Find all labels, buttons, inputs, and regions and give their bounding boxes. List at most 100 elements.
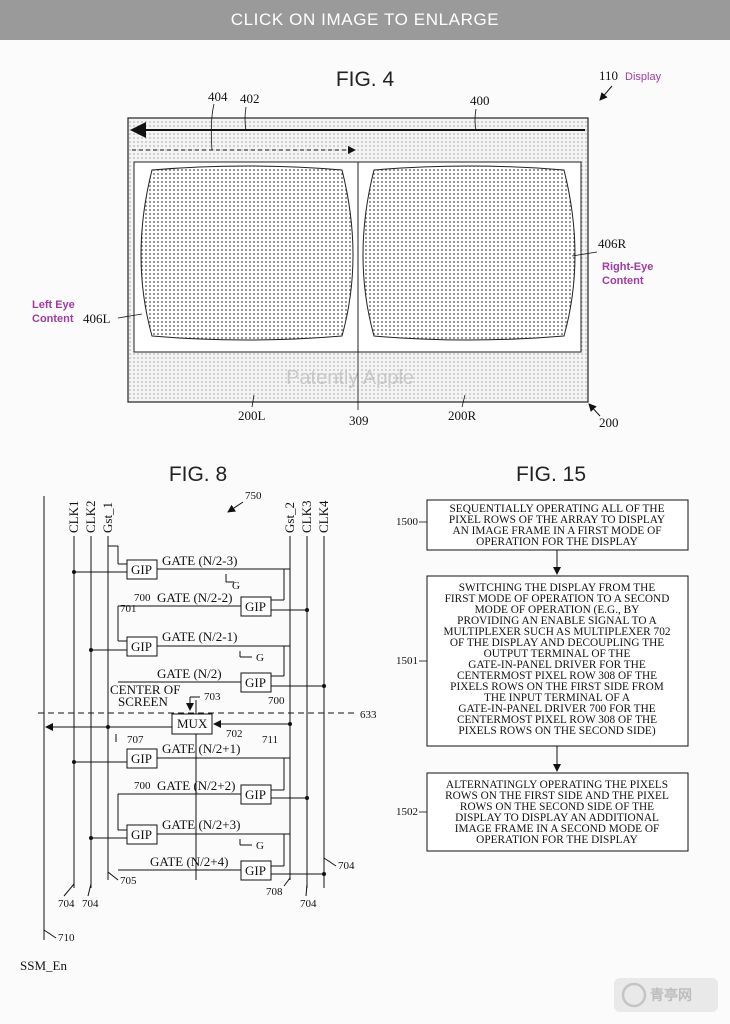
step-box-1500-text: SEQUENTIALLY OPERATING ALL OF THE PIXEL …: [449, 503, 665, 548]
svg-text:PROVIDING AN ENABLE SIGNAL TO: PROVIDING AN ENABLE SIGNAL TO A: [457, 615, 658, 627]
ref-707: 707: [127, 734, 144, 746]
svg-text:CENTERMOST PIXEL ROW 308 OF TH: CENTERMOST PIXEL ROW 308 OF THE: [457, 714, 657, 726]
ref-633: 633: [360, 709, 377, 721]
gate-label: GATE (N/2-1): [162, 629, 237, 644]
gip-label: GIP: [245, 863, 266, 878]
clk1-label: CLK1: [66, 501, 81, 534]
ref-406L: 406L: [83, 311, 111, 326]
ref-1500: 1500: [396, 516, 419, 528]
left-eye-content: [140, 165, 354, 341]
ref-705: 705: [120, 875, 137, 887]
ref-704: 704: [338, 860, 355, 872]
fig4-title: FIG. 4: [336, 68, 395, 91]
gate-label: GATE (N/2+2): [157, 778, 235, 793]
patent-figures[interactable]: FIG. 4 110 Display 404 402 400 406R Righ…: [0, 40, 730, 1024]
display-pointer: [599, 85, 613, 101]
g-label: G: [232, 580, 240, 592]
clk2-label: CLK2: [83, 501, 98, 534]
logo-text: 青亭网: [650, 987, 692, 1003]
gip-label: GIP: [245, 787, 266, 802]
svg-text:AN IMAGE FRAME IN A FIRST MODE: AN IMAGE FRAME IN A FIRST MODE OF: [452, 525, 661, 537]
gip-label: GIP: [245, 675, 266, 690]
step-box-1501: [426, 575, 689, 747]
ref-200R: 200R: [448, 408, 477, 423]
ref-200: 200: [599, 415, 619, 430]
gate-label: GATE (N/2-3): [162, 553, 237, 568]
ref-402: 402: [240, 91, 260, 106]
fig15: FIG. 15 SEQUENTIALLY OPERATING ALL OF TH…: [396, 463, 689, 852]
ref-406R: 406R: [598, 236, 627, 251]
gate-label: GATE (N/2-2): [157, 590, 232, 605]
right-eye-label-2: Content: [602, 275, 644, 287]
ref-704: 704: [82, 898, 99, 910]
gate-label: GATE (N/2+3): [162, 817, 240, 832]
fig15-title: FIG. 15: [516, 463, 586, 486]
ref-701: 701: [120, 603, 137, 615]
svg-text:OPERATION FOR THE DISPLAY: OPERATION FOR THE DISPLAY: [476, 834, 638, 846]
g-label: G: [256, 652, 264, 664]
right-eye-content: [362, 165, 576, 341]
svg-text:GATE-IN-PANEL DRIVER 700 FOR T: GATE-IN-PANEL DRIVER 700 FOR THE: [458, 703, 655, 715]
svg-text:OPERATION FOR THE DISPLAY: OPERATION FOR THE DISPLAY: [476, 536, 638, 548]
step-box-1502-text: ALTERNATINGLY OPERATING THE PIXELS ROWS …: [445, 779, 669, 846]
mux-label: MUX: [177, 716, 208, 731]
ref-704: 704: [300, 898, 317, 910]
left-eye-label-1: Left Eye: [32, 299, 75, 311]
gate-label: GATE (N/2+1): [162, 741, 240, 756]
fig8: FIG. 8 750 CLK1 CLK2 Gst_1 Gst_2 CLK3 CL…: [20, 463, 377, 973]
display-label: Display: [625, 71, 662, 83]
ref-711: 711: [262, 734, 278, 746]
ref-400: 400: [470, 93, 490, 108]
gst1-label: Gst_1: [100, 502, 115, 533]
site-logo: 青亭网: [614, 978, 718, 1012]
ref-704: 704: [58, 898, 75, 910]
ref-309: 309: [349, 413, 369, 428]
svg-text:PIXELS ROWS ON THE FIRST SIDE: PIXELS ROWS ON THE FIRST SIDE FROM: [450, 681, 664, 693]
svg-text:PIXEL ROWS OF THE ARRAY TO DIS: PIXEL ROWS OF THE ARRAY TO DISPLAY: [449, 514, 665, 526]
ref-1502: 1502: [396, 806, 418, 818]
svg-text:OUTPUT TERMINAL OF THE: OUTPUT TERMINAL OF THE: [484, 648, 631, 660]
center-of-screen-1: CENTER OF: [110, 682, 180, 697]
gip-label: GIP: [245, 599, 266, 614]
enlarge-banner[interactable]: CLICK ON IMAGE TO ENLARGE: [0, 0, 730, 40]
svg-text:PIXELS ROWS ON THE SECOND SIDE: PIXELS ROWS ON THE SECOND SIDE): [458, 725, 655, 737]
gip-label: GIP: [131, 639, 152, 654]
watermark: Patently Apple: [286, 367, 414, 389]
ref-750: 750: [245, 490, 262, 502]
step-box-1500: [426, 499, 689, 551]
g-label: G: [256, 840, 264, 852]
fig8-title: FIG. 8: [169, 463, 227, 486]
svg-text:ALTERNATINGLY OPERATING THE PI: ALTERNATINGLY OPERATING THE PIXELS: [446, 779, 668, 791]
mux-block: [171, 713, 213, 735]
ssm-en-label: SSM_En: [20, 958, 67, 973]
fig4: FIG. 4 110 Display 404 402 400 406R Righ…: [32, 68, 662, 430]
svg-text:OF THE DISPLAY AND DECOUPLING: OF THE DISPLAY AND DECOUPLING THE: [450, 637, 664, 649]
ref-708: 708: [266, 886, 283, 898]
ref-710: 710: [58, 932, 75, 944]
clk4-label: CLK4: [316, 500, 331, 533]
ref-1501: 1501: [396, 655, 418, 667]
svg-text:MULTIPLEXER SUCH AS MULTIPLEXE: MULTIPLEXER SUCH AS MULTIPLEXER 702: [443, 626, 670, 638]
svg-text:ROWS ON THE SECOND SIDE OF THE: ROWS ON THE SECOND SIDE OF THE: [460, 801, 654, 813]
gate-label: GATE (N/2+4): [150, 854, 228, 869]
step-box-1502: [426, 772, 689, 852]
logo-icon: [621, 982, 647, 1008]
ref-703: 703: [204, 691, 221, 703]
ref-700: 700: [268, 695, 285, 707]
right-eye-label-1: Right-Eye: [602, 261, 653, 273]
ref-110: 110: [599, 68, 618, 83]
gip-label: GIP: [131, 562, 152, 577]
ref-700: 700: [134, 592, 151, 604]
svg-text:FIRST MODE OF OPERATION TO A S: FIRST MODE OF OPERATION TO A SECOND: [445, 593, 670, 605]
gip-label: GIP: [131, 827, 152, 842]
ref-404: 404: [208, 89, 228, 104]
clk3-label: CLK3: [299, 501, 314, 534]
svg-text:SWITCHING THE DISPLAY FROM THE: SWITCHING THE DISPLAY FROM THE: [459, 582, 656, 594]
left-eye-label-2: Content: [32, 313, 74, 325]
ref-200L: 200L: [238, 408, 266, 423]
step-box-1501-text: SWITCHING THE DISPLAY FROM THE FIRST MOD…: [443, 582, 670, 737]
svg-text:ROWS ON THE FIRST SIDE AND THE: ROWS ON THE FIRST SIDE AND THE PIXEL: [445, 790, 669, 802]
svg-text:MODE OF OPERATION (E.G., BY: MODE OF OPERATION (E.G., BY: [475, 604, 640, 616]
svg-text:DISPLAY TO DISPLAY AN ADDITION: DISPLAY TO DISPLAY AN ADDITIONAL: [455, 812, 659, 824]
svg-text:SEQUENTIALLY OPERATING ALL OF: SEQUENTIALLY OPERATING ALL OF THE: [450, 503, 665, 515]
